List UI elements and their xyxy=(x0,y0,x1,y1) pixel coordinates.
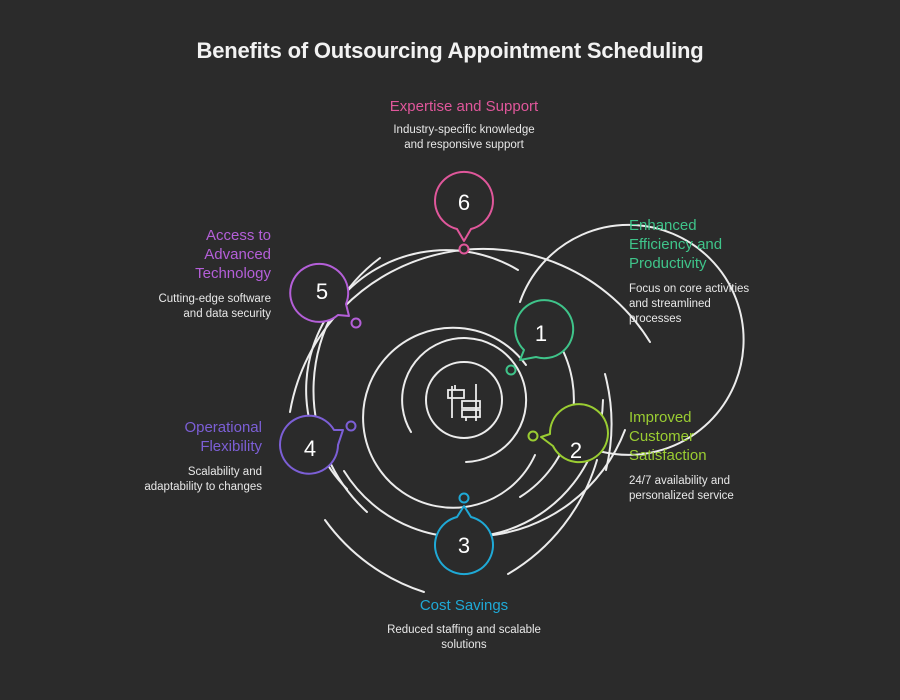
benefit-4-title: Operational Flexibility xyxy=(184,419,262,455)
benefit-1-title: Enhanced Efficiency and Productivity xyxy=(629,217,723,272)
ring-2 xyxy=(362,326,536,509)
scheduling-blocks-icon xyxy=(447,384,481,421)
ring-6d xyxy=(604,373,613,471)
ring-6b xyxy=(324,519,425,593)
ring-5 xyxy=(312,257,381,513)
benefit-3-description: Reduced staffing and scalable solutions xyxy=(387,624,541,651)
benefit-4-description: Scalability and adaptability to changes xyxy=(144,466,262,493)
benefit-5-description: Cutting-edge software and data security xyxy=(158,293,271,320)
marker-3-number: 3 xyxy=(458,533,470,558)
ring-core xyxy=(425,361,503,439)
benefit-6: Expertise and Support Industry-specific … xyxy=(344,97,584,153)
benefit-2: Improved Customer Satisfaction 24/7 avai… xyxy=(629,408,799,504)
benefit-1: Enhanced Efficiency and Productivity Foc… xyxy=(629,216,799,327)
benefit-5-title: Access to Advanced Technology xyxy=(195,227,271,282)
marker-2-number: 2 xyxy=(570,438,582,463)
benefit-5: Access to Advanced Technology Cutting-ed… xyxy=(100,226,271,322)
benefit-6-title: Expertise and Support xyxy=(389,98,539,115)
marker-5[interactable]: 5 xyxy=(289,262,362,329)
marker-1[interactable]: 1 xyxy=(505,299,575,376)
benefit-4: Operational Flexibility Scalability and … xyxy=(100,418,262,495)
marker-2[interactable]: 2 xyxy=(527,403,609,464)
ring-1 xyxy=(401,337,528,463)
marker-6[interactable]: 6 xyxy=(434,170,494,255)
benefit-2-description: 24/7 availability and personalized servi… xyxy=(629,475,734,502)
benefit-3-title: Cost Savings xyxy=(419,597,509,614)
marker-4[interactable]: 4 xyxy=(279,414,357,475)
marker-4-number: 4 xyxy=(304,436,316,461)
ring-6 xyxy=(289,247,651,413)
diagram-title: Benefits of Outsourcing Appointment Sche… xyxy=(196,38,704,63)
ring-5b xyxy=(483,429,626,537)
marker-5-number: 5 xyxy=(316,279,328,304)
benefit-3: Cost Savings Reduced staffing and scalab… xyxy=(344,596,584,653)
benefit-6-description: Industry-specific knowledge and responsi… xyxy=(393,124,535,151)
benefit-2-title: Improved Customer Satisfaction xyxy=(629,409,707,464)
ring-6c xyxy=(507,459,598,575)
ring-3 xyxy=(519,223,745,456)
marker-3[interactable]: 3 xyxy=(434,492,494,576)
benefit-1-description: Focus on core activities and streamlined… xyxy=(629,283,750,325)
marker-6-number: 6 xyxy=(458,190,470,215)
marker-1-number: 1 xyxy=(535,321,547,346)
